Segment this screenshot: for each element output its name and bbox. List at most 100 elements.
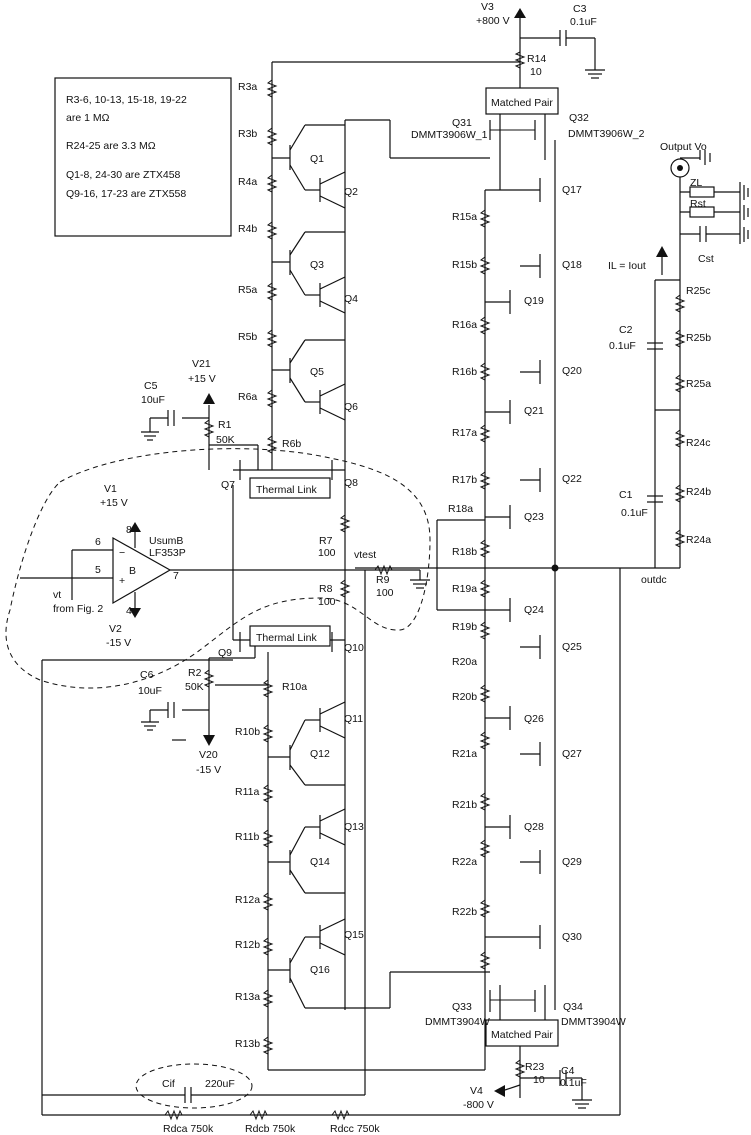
q6-label: Q6 <box>344 401 358 413</box>
resistor-label: R25a <box>686 378 711 390</box>
note-line: Q1-8, 24-30 are ZTX458 <box>66 169 181 181</box>
q10-label: Q10 <box>344 642 364 654</box>
r7-label: R7 <box>319 535 333 547</box>
left-ladder-lower <box>262 652 485 1071</box>
resistor-label: R17b <box>452 474 477 486</box>
note-line: R3-6, 10-13, 15-18, 19-22 <box>66 94 187 106</box>
q27-label: Q27 <box>562 748 582 760</box>
vtest-label: vtest <box>354 549 376 561</box>
resistor-label: R3a <box>238 81 257 93</box>
q18-label: Q18 <box>562 259 582 271</box>
note-line: are 1 MΩ <box>66 112 110 124</box>
q20-label: Q20 <box>562 365 582 377</box>
c1-label: C1 <box>619 489 633 501</box>
pin-label: 5 <box>95 564 101 576</box>
r1-network <box>141 393 259 470</box>
left-stack-lower <box>268 640 490 1010</box>
r14-label: R14 <box>527 53 546 65</box>
q11-label: Q11 <box>344 713 363 725</box>
resistor-label: R11b <box>235 831 259 843</box>
r9-value: 100 <box>376 587 394 599</box>
resistor-label: R15a <box>452 211 477 223</box>
r23-label: R23 <box>525 1061 544 1073</box>
zl-label: ZL <box>690 177 702 189</box>
q1-label: Q1 <box>310 153 324 165</box>
pin-label: 6 <box>95 536 101 548</box>
c6-value: 10uF <box>138 685 162 697</box>
q32-label: Q32 <box>569 112 589 124</box>
q7-label: Q7 <box>221 479 235 491</box>
matched-pair-label: Matched Pair <box>491 97 553 109</box>
q17-label: Q17 <box>562 184 582 196</box>
q14-label: Q14 <box>310 856 330 868</box>
c5-value: 10uF <box>141 394 165 406</box>
q22-label: Q22 <box>562 473 582 485</box>
q28-label: Q28 <box>524 821 544 833</box>
pin-label: 4 <box>126 605 132 617</box>
matched-pair-top <box>345 85 559 190</box>
resistor-label: R5a <box>238 284 257 296</box>
q24-label: Q24 <box>524 604 544 616</box>
resistor-label: R4a <box>238 176 257 188</box>
r7-value: 100 <box>318 547 336 559</box>
resistor-label: R13b <box>235 1038 260 1050</box>
resistor-label: R22a <box>452 856 477 868</box>
resistor-label: R19a <box>452 583 477 595</box>
v1-value: +15 V <box>100 497 128 509</box>
matched-pair-label: Matched Pair <box>491 1029 553 1041</box>
thermal-link-label: Thermal Link <box>256 484 317 496</box>
v4-label: V4 <box>470 1085 483 1097</box>
v2-value: -15 V <box>106 637 131 649</box>
v21-label: V21 <box>192 358 211 370</box>
r1-value: 50K <box>216 434 235 446</box>
driver-bottom <box>141 625 345 746</box>
opamp-part: LF353P <box>149 547 186 559</box>
v2-label: V2 <box>109 623 122 635</box>
top-rail <box>272 8 605 85</box>
resistor-label: R10b <box>235 726 260 738</box>
driver-top <box>232 460 430 640</box>
q34-part: DMMT3904W <box>561 1016 626 1028</box>
resistor-label: R11a <box>235 786 259 798</box>
q5-label: Q5 <box>310 366 324 378</box>
resistor-label: R12a <box>235 894 260 906</box>
c2-value: 0.1uF <box>609 340 636 352</box>
rdcc-label: Rdcc 750k <box>330 1123 380 1135</box>
r6b-label: R6b <box>282 438 301 450</box>
q19-label: Q19 <box>524 295 544 307</box>
right-stack <box>355 140 640 1010</box>
rdca-label: Rdca 750k <box>163 1123 214 1135</box>
v20-value: -15 V <box>196 764 221 776</box>
q3-label: Q3 <box>310 259 324 271</box>
c1-value: 0.1uF <box>621 507 648 519</box>
q26-label: Q26 <box>524 713 544 725</box>
cif-value: 220uF <box>205 1078 235 1090</box>
output-label: Output Vo <box>660 141 707 153</box>
resistor-label: R21b <box>452 799 477 811</box>
resistor-label: R4b <box>238 223 257 235</box>
resistor-label: R20a <box>452 656 477 668</box>
q25-label: Q25 <box>562 641 582 653</box>
c5-label: C5 <box>144 380 158 392</box>
q29-label: Q29 <box>562 856 582 868</box>
resistor-label: R16b <box>452 366 477 378</box>
r1-label: R1 <box>218 419 232 431</box>
output-stage <box>640 150 749 569</box>
q31-label: Q31 <box>452 117 472 129</box>
r10a-label: R10a <box>282 681 307 693</box>
r14-value: 10 <box>530 66 542 78</box>
cst-label: Cst <box>698 253 714 265</box>
q16-label: Q16 <box>310 964 330 976</box>
thermal-link-label: Thermal Link <box>256 632 317 644</box>
opamp-minus: − <box>119 547 125 559</box>
v4-value: -800 V <box>463 1099 494 1111</box>
resistor-label: R18a <box>448 503 473 515</box>
resistor-label: R25b <box>686 332 711 344</box>
q30-label: Q30 <box>562 931 582 943</box>
resistor-label: R21a <box>452 748 477 760</box>
v3-value: +800 V <box>476 15 510 27</box>
vt-source: from Fig. 2 <box>53 603 103 615</box>
q12-label: Q12 <box>310 748 330 760</box>
resistor-label: R20b <box>452 691 477 703</box>
